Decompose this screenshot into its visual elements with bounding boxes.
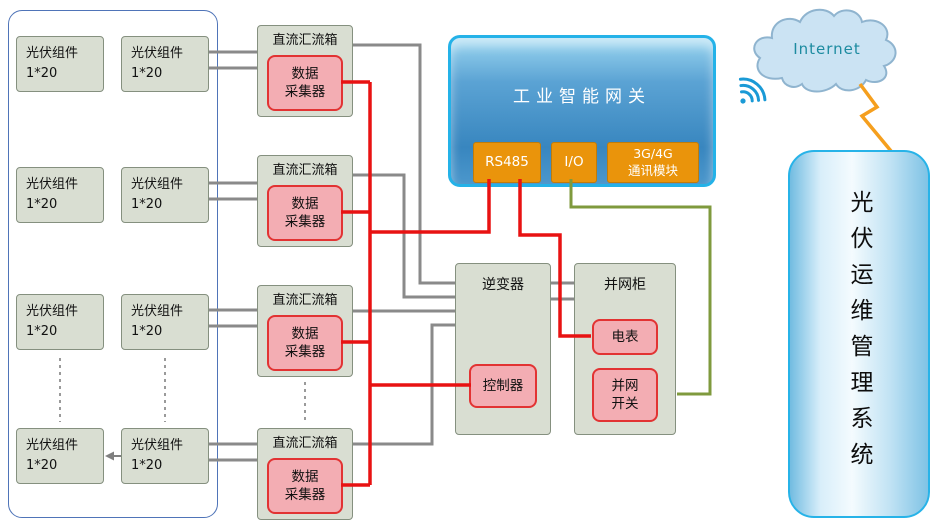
management-system-label: 光伏运维管理系统 — [846, 190, 872, 478]
pv-module-label: 光伏组件 1*20 — [26, 45, 79, 81]
comm-module-3g4g: 3G/4G 通讯模块 — [607, 142, 699, 183]
pv-module-label: 光伏组件 1*20 — [131, 45, 184, 81]
combiner-title: 直流汇流箱 — [272, 33, 338, 48]
dc-combiner-box-1: 直流汇流箱 数据 采集器 — [257, 25, 353, 117]
inverter-box: 逆变器 控制器 — [455, 263, 551, 435]
io-module: I/O — [551, 142, 597, 183]
pv-module-label: 光伏组件 1*20 — [26, 176, 79, 212]
data-collector-4: 数据 采集器 — [267, 458, 343, 514]
internet-label: Internet — [793, 40, 861, 58]
pv-module-6: 光伏组件 1*20 — [121, 294, 209, 350]
pv-module-label: 光伏组件 1*20 — [26, 437, 79, 473]
pv-module-1: 光伏组件 1*20 — [16, 36, 104, 92]
wifi-signal-icon — [738, 77, 767, 104]
data-collector-3: 数据 采集器 — [267, 315, 343, 371]
data-collector-2: 数据 采集器 — [267, 185, 343, 241]
management-system-panel: 光伏运维管理系统 — [788, 150, 930, 518]
dc-combiner-box-2: 直流汇流箱 数据 采集器 — [257, 155, 353, 247]
pv-module-label: 光伏组件 1*20 — [131, 303, 184, 339]
controller-box: 控制器 — [469, 364, 537, 408]
combiner-title: 直流汇流箱 — [272, 163, 338, 178]
rs485-module: RS485 — [473, 142, 541, 183]
dc-combiner-box-3: 直流汇流箱 数据 采集器 — [257, 285, 353, 377]
pv-module-label: 光伏组件 1*20 — [26, 303, 79, 339]
data-collector-1: 数据 采集器 — [267, 55, 343, 111]
pv-module-4: 光伏组件 1*20 — [121, 167, 209, 223]
combiner-title: 直流汇流箱 — [272, 293, 338, 308]
pv-module-8: 光伏组件 1*20 — [121, 428, 209, 484]
grid-cabinet-box: 并网柜 电表 并网 开关 — [574, 263, 676, 435]
grid-switch-box: 并网 开关 — [592, 368, 658, 422]
meter-box: 电表 — [592, 319, 658, 355]
lightning-bolt-icon — [858, 82, 893, 153]
dc-combiner-box-4: 直流汇流箱 数据 采集器 — [257, 428, 353, 520]
pv-module-label: 光伏组件 1*20 — [131, 437, 184, 473]
pv-module-label: 光伏组件 1*20 — [131, 176, 184, 212]
pv-module-3: 光伏组件 1*20 — [16, 167, 104, 223]
inverter-title: 逆变器 — [482, 277, 524, 293]
industrial-gateway: 工业智能网关 RS485 I/O 3G/4G 通讯模块 — [448, 35, 716, 187]
pv-module-7: 光伏组件 1*20 — [16, 428, 104, 484]
grid-cabinet-title: 并网柜 — [604, 277, 646, 293]
pv-module-5: 光伏组件 1*20 — [16, 294, 104, 350]
combiner-title: 直流汇流箱 — [272, 436, 338, 451]
gateway-title: 工业智能网关 — [513, 87, 651, 107]
pv-module-2: 光伏组件 1*20 — [121, 36, 209, 92]
